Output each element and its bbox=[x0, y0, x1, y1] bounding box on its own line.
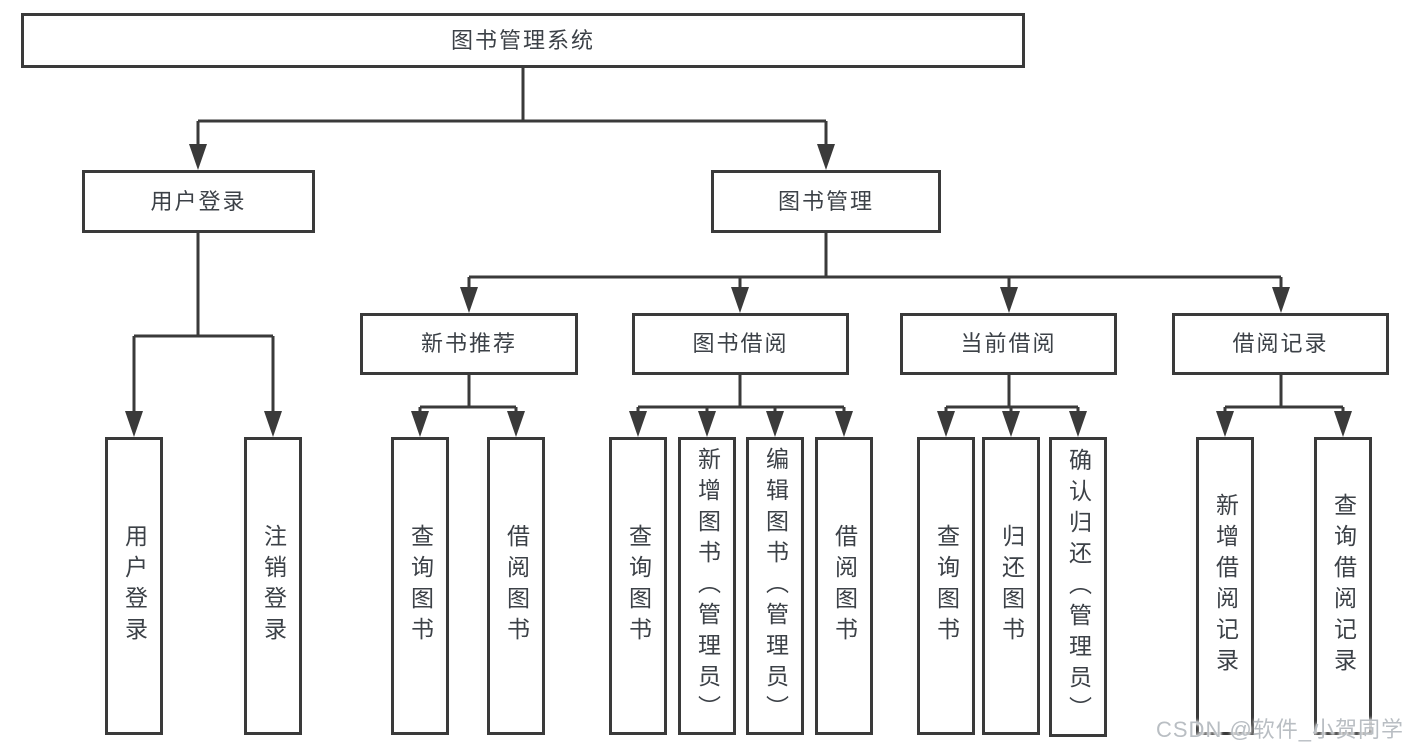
node-current-borrowing: 当前借阅 bbox=[900, 313, 1117, 375]
node-book-management: 图书管理 bbox=[711, 170, 941, 233]
leaf-query-books-recommend: 查询图书 bbox=[391, 437, 449, 735]
node-root: 图书管理系统 bbox=[21, 13, 1025, 68]
arrowhead bbox=[629, 411, 647, 437]
leaf-add-book-admin: 新增图书（管理员） bbox=[678, 437, 736, 735]
arrowhead bbox=[460, 287, 478, 313]
arrowhead bbox=[937, 411, 955, 437]
arrowhead bbox=[411, 411, 429, 437]
arrowheads-group bbox=[125, 144, 1352, 437]
arrowhead bbox=[264, 411, 282, 437]
arrowhead bbox=[766, 411, 784, 437]
leaf-confirm-return-admin: 确认归还（管理员） bbox=[1049, 437, 1107, 737]
arrowhead bbox=[835, 411, 853, 437]
arrowhead bbox=[125, 411, 143, 437]
arrowhead bbox=[1216, 411, 1234, 437]
arrowhead bbox=[1069, 411, 1087, 437]
leaf-borrow-books-recommend: 借阅图书 bbox=[487, 437, 545, 735]
arrowhead bbox=[507, 411, 525, 437]
node-new-book-recommend: 新书推荐 bbox=[360, 313, 578, 375]
node-book-borrowing: 图书借阅 bbox=[632, 313, 849, 375]
csdn-watermark: CSDN @软件_小贺同学 bbox=[1156, 717, 1405, 742]
node-user-login: 用户登录 bbox=[82, 170, 315, 233]
node-borrowing-records: 借阅记录 bbox=[1172, 313, 1389, 375]
arrowhead bbox=[698, 411, 716, 437]
arrowhead bbox=[1272, 287, 1290, 313]
arrowhead bbox=[1000, 287, 1018, 313]
leaf-logout-login: 注销登录 bbox=[244, 437, 302, 735]
arrowhead bbox=[1002, 411, 1020, 437]
arrowhead bbox=[731, 287, 749, 313]
arrowhead bbox=[189, 144, 207, 170]
leaf-user-login: 用户登录 bbox=[105, 437, 163, 735]
leaf-query-books-current: 查询图书 bbox=[917, 437, 975, 735]
leaf-return-book: 归还图书 bbox=[982, 437, 1040, 735]
leaf-add-borrow-record: 新增借阅记录 bbox=[1196, 437, 1254, 735]
leaf-edit-book-admin: 编辑图书（管理员） bbox=[746, 437, 804, 735]
arrowhead bbox=[1334, 411, 1352, 437]
arrowhead bbox=[817, 144, 835, 170]
leaf-borrow-books-borrowing: 借阅图书 bbox=[815, 437, 873, 735]
leaf-query-borrow-record: 查询借阅记录 bbox=[1314, 437, 1372, 735]
leaf-query-books-borrowing: 查询图书 bbox=[609, 437, 667, 735]
